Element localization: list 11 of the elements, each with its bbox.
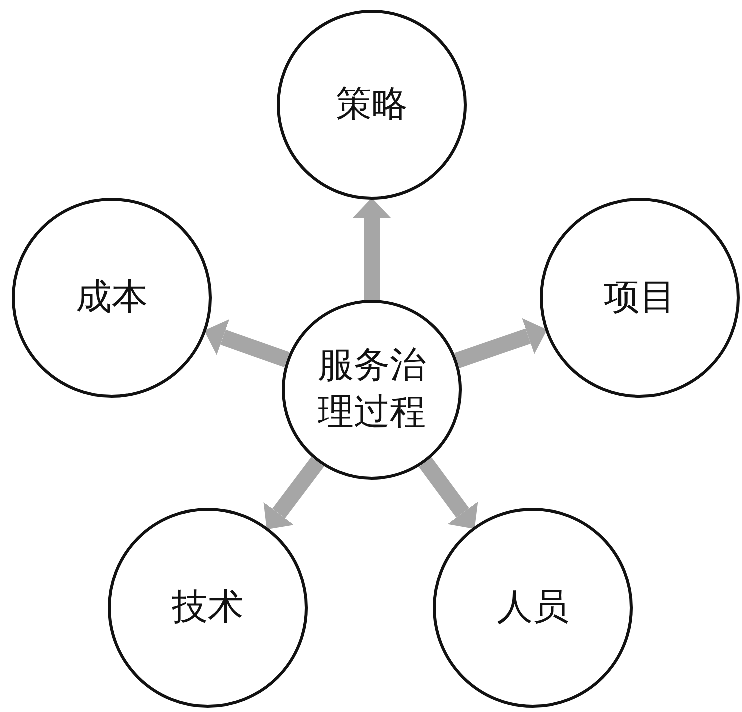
block-arrow bbox=[419, 458, 478, 530]
node-label: 项目 bbox=[603, 276, 677, 320]
block-arrow bbox=[264, 457, 324, 530]
block-arrow bbox=[204, 319, 290, 368]
node-label: 技术 bbox=[171, 586, 245, 630]
block-arrow bbox=[353, 198, 391, 300]
node-label: 人员 bbox=[496, 586, 570, 630]
node-label: 成本 bbox=[75, 276, 149, 320]
node-label: 策略 bbox=[335, 82, 409, 127]
node-label: 服务治理过程 bbox=[317, 344, 427, 435]
block-arrow bbox=[454, 318, 548, 368]
